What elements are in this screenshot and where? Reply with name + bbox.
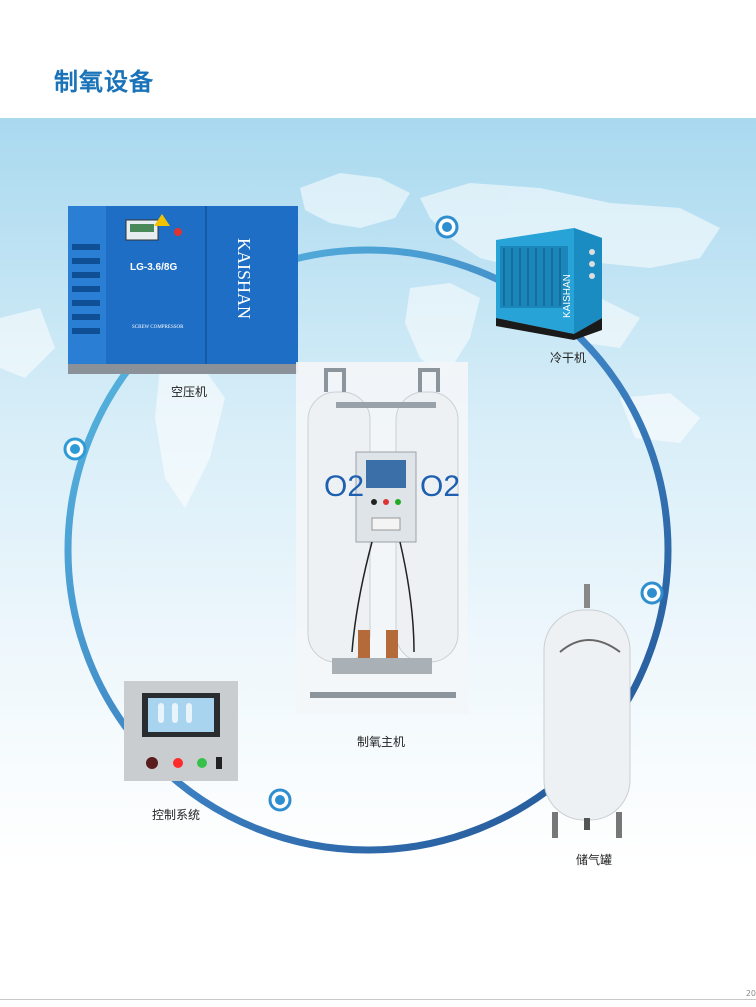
dryer-brand: KAISHAN [562,274,573,318]
control-system-image [124,681,238,781]
storage-tank-image [543,584,631,838]
oxygen-generator-image: O2 O2 [296,362,468,714]
dryer-label: 冷干机 [550,351,587,365]
oxygen-generator-label: 制氧主机 [357,735,406,749]
page-title: 制氧设备 [54,68,154,96]
storage-tank-label: 储气罐 [576,853,613,867]
control-system-label: 控制系统 [152,808,201,822]
dryer-image: KAISHAN [496,228,602,340]
compressor-brand: KAISHAN [234,238,254,319]
air-compressor-label: 空压机 [171,385,208,399]
tank-mark-left: O2 [324,470,364,503]
compressor-model: LG-3.6/8G [130,262,177,273]
equipment-diagram: LG-3.6/8G SCREW COMPRESSOR KAISHAN 空压机 K… [0,118,756,998]
compressor-type-text: SCREW COMPRESSOR [132,325,184,330]
air-compressor-image: LG-3.6/8G SCREW COMPRESSOR KAISHAN [68,206,298,374]
tank-mark-right: O2 [420,470,460,503]
process-ring [63,215,672,854]
footer-divider [0,999,756,1000]
ring-node-dots [63,215,664,812]
page-number: 20 [745,989,756,998]
